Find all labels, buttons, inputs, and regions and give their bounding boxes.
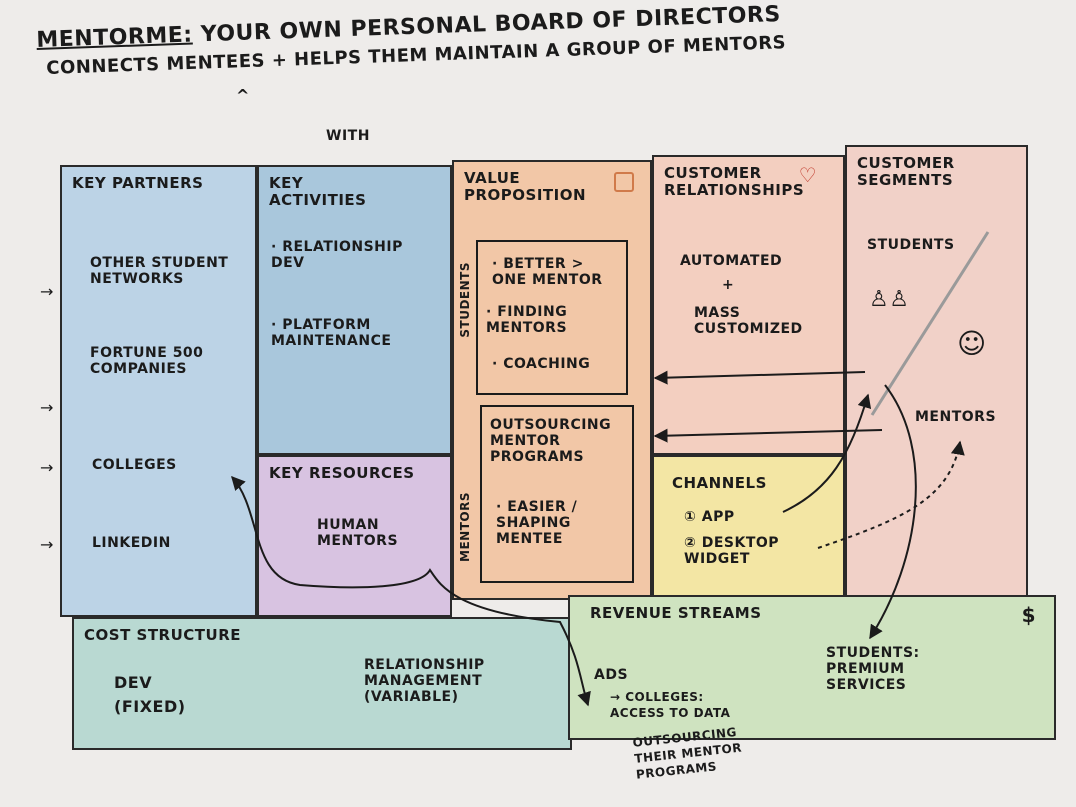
customer-relationships-heading: CUSTOMER RELATIONSHIPS xyxy=(664,164,805,199)
segment-item: MENTORS xyxy=(915,409,997,425)
relationship-item: AUTOMATED xyxy=(680,253,783,269)
activity-item: · RELATIONSHIP DEV xyxy=(271,239,403,271)
arrow-icon: → xyxy=(40,282,54,301)
students-value-box: · BETTER > ONE MENTOR · FINDING MENTORS … xyxy=(476,240,628,395)
activity-item: · PLATFORM MAINTENANCE xyxy=(271,317,392,349)
key-partners-block: KEY PARTNERS OTHER STUDENT NETWORKS FORT… xyxy=(60,165,257,617)
arrow-icon: → xyxy=(40,398,54,417)
relationship-item: MASS CUSTOMIZED xyxy=(694,305,803,337)
mentor-figure-icon: ☺ xyxy=(957,327,987,360)
customer-segments-heading: CUSTOMER SEGMENTS xyxy=(857,154,955,189)
cost-item: DEV (FIXED) xyxy=(114,673,186,716)
customer-relationships-block: CUSTOMER RELATIONSHIPS ♡ AUTOMATED + MAS… xyxy=(652,155,845,455)
partner-item: COLLEGES xyxy=(92,457,177,473)
channel-item: ② DESKTOP WIDGET xyxy=(684,535,780,567)
partner-item: OTHER STUDENT NETWORKS xyxy=(90,255,229,287)
relationship-item: + xyxy=(722,277,735,293)
students-to-revenue-arrow xyxy=(869,384,917,640)
title-insert-word: WITH xyxy=(326,128,370,144)
channel-to-mentors-arrow xyxy=(817,440,965,549)
gift-icon xyxy=(614,172,634,192)
partner-item: LINKEDIN xyxy=(92,535,171,551)
segment-to-value-arrow xyxy=(653,370,866,385)
segment-item: STUDENTS xyxy=(867,237,955,253)
student-value-item: · BETTER > ONE MENTOR xyxy=(492,256,603,288)
partner-item: FORTUNE 500 COMPANIES xyxy=(90,345,204,377)
colleges-to-revenue-arrow xyxy=(231,475,591,707)
insert-caret: ^ xyxy=(236,86,250,105)
arrow-icon: → xyxy=(40,458,54,477)
revenue-streams-heading: REVENUE STREAMS xyxy=(590,604,762,622)
key-activities-heading: KEY ACTIVITIES xyxy=(269,174,367,209)
arrow-icon: → xyxy=(40,535,54,554)
channels-block: CHANNELS ① APP ② DESKTOP WIDGET xyxy=(652,455,845,600)
revenue-item: STUDENTS: PREMIUM SERVICES xyxy=(826,645,920,693)
student-value-item: · FINDING MENTORS xyxy=(486,304,568,336)
key-activities-block: KEY ACTIVITIES · RELATIONSHIP DEV · PLAT… xyxy=(257,165,452,455)
value-proposition-heading: VALUE PROPOSITION xyxy=(464,169,587,204)
channel-item: ① APP xyxy=(684,509,735,525)
heart-icon: ♡ xyxy=(798,163,817,187)
segment-divider-line xyxy=(870,231,990,416)
mentor-value-item: OUTSOURCING MENTOR PROGRAMS xyxy=(490,417,612,465)
revenue-item: → COLLEGES: ACCESS TO DATA xyxy=(610,690,731,720)
dollar-symbol: $ xyxy=(1021,603,1036,627)
key-partners-heading: KEY PARTNERS xyxy=(72,174,204,192)
segment-to-value-arrow xyxy=(653,428,883,443)
student-value-item: · COACHING xyxy=(492,356,591,372)
channel-to-students-arrow xyxy=(782,393,872,513)
channels-heading: CHANNELS xyxy=(672,474,767,492)
cost-structure-heading: COST STRUCTURE xyxy=(84,626,241,644)
revenue-item: ADS xyxy=(594,667,629,683)
student-figures-icon: ♙♙ xyxy=(869,287,910,312)
